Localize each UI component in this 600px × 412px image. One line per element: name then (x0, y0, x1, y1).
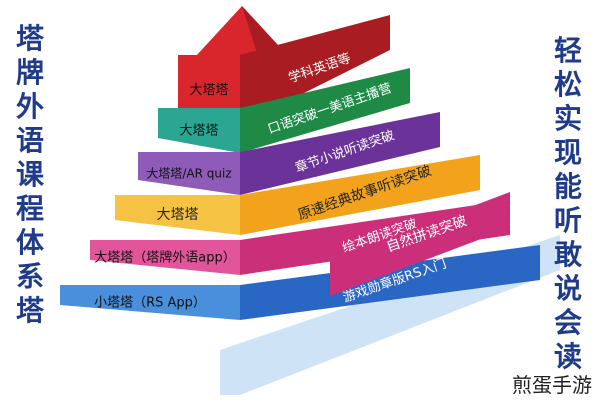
tier-6-right-face (240, 245, 540, 320)
left-title-char: 外 (15, 90, 44, 123)
tier-1-left-label: 大塔塔 (189, 83, 228, 98)
left-title-char: 塔 (15, 294, 44, 327)
left-title-char: 塔 (15, 22, 44, 55)
tier-2-left-label: 大塔塔 (179, 124, 218, 139)
watermark: 煎蛋手游 (512, 373, 592, 397)
left-title-char: 体 (15, 226, 44, 259)
tier-3-right-face (240, 112, 440, 195)
tier-3-left-label: 大塔塔/AR quiz (146, 167, 231, 181)
right-vertical-title: 轻松实现能听敢说会读 (548, 34, 588, 374)
tier-4-left-face (115, 195, 240, 235)
tier-2-left-face (158, 108, 240, 153)
right-title-char: 现 (553, 136, 582, 169)
right-title-char: 听 (553, 204, 582, 237)
tier-5-left-label: 大塔塔（塔牌外语app） (94, 250, 235, 266)
tier-1-right-face (240, 15, 390, 125)
right-title-char: 轻 (553, 34, 582, 67)
right-title-char: 实 (553, 102, 582, 135)
tier-6-left-label: 小塔塔（RS App） (94, 296, 206, 311)
right-title-char: 松 (553, 68, 582, 101)
left-title-char: 牌 (15, 56, 44, 89)
right-title-char: 会 (553, 306, 582, 339)
tier-6-left-face (60, 285, 240, 320)
tier-4-left-label: 大塔塔 (157, 207, 199, 223)
tier-5-left-face (90, 240, 240, 275)
left-title-char: 系 (15, 260, 44, 293)
tier-2-right-face (240, 68, 410, 153)
tier-1-left-face (178, 55, 240, 125)
side-band (330, 192, 510, 296)
left-vertical-title: 塔牌外语课程体系塔 (10, 22, 50, 328)
right-title-char: 说 (553, 272, 582, 305)
top-arrow-shade (242, 6, 288, 56)
right-title-char: 能 (553, 170, 582, 203)
tier-4-right-face (240, 155, 480, 235)
right-title-char: 读 (553, 340, 582, 373)
left-title-char: 课 (15, 158, 44, 191)
left-title-char: 程 (15, 192, 44, 225)
left-title-char: 语 (15, 124, 44, 157)
right-title-char: 敢 (553, 238, 582, 271)
tier-3-left-face (138, 152, 240, 195)
